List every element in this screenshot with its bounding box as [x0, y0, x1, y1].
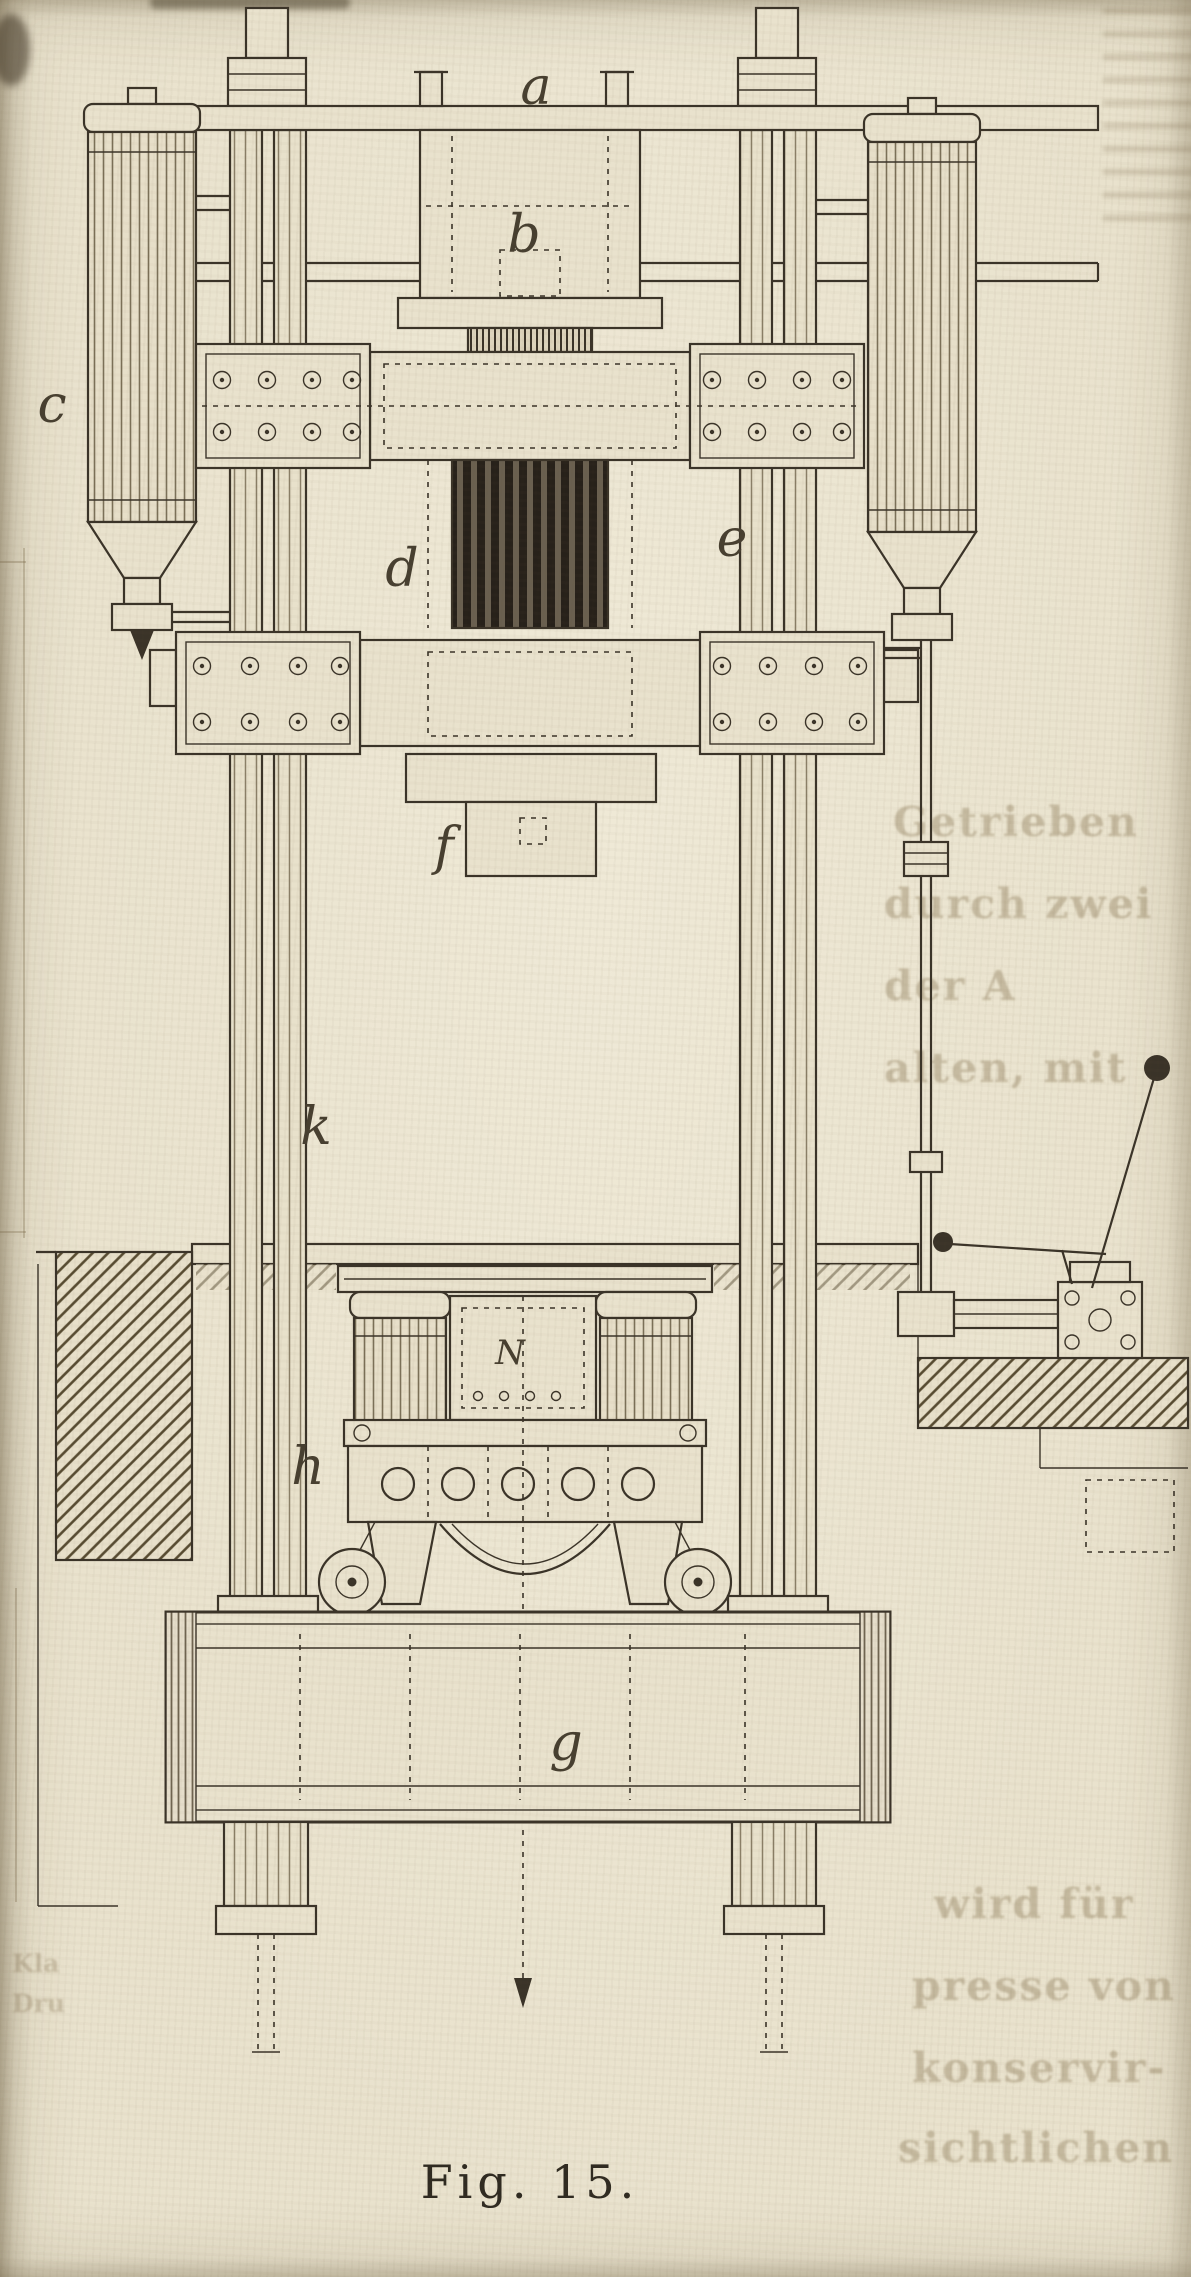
- ghost-line: der A: [884, 962, 1016, 1010]
- ghost-text-lower: wird für presse von konservir- sichtlich…: [898, 1880, 1176, 2172]
- valve-assembly: [952, 1260, 1144, 1360]
- hidden-foundation-outline: [1085, 1479, 1175, 1553]
- ram-head: [404, 752, 658, 878]
- lower-crosshead-flange-left: [174, 630, 362, 756]
- label-h-pump: h: [291, 1437, 325, 1497]
- ghost-line: wird für: [933, 1880, 1134, 1928]
- accumulator-body: [866, 140, 978, 534]
- valve-bonnet: [1068, 1260, 1132, 1284]
- label-n-pump-center: N: [494, 1333, 526, 1373]
- pump-assembly: [317, 1264, 733, 1664]
- cylinder-flange: [396, 296, 664, 330]
- rod-coupling-lower: [908, 1150, 944, 1174]
- flange-bolts: [212, 370, 852, 442]
- page-margin-marks: [0, 548, 26, 1902]
- label-a-top-beam: a: [520, 57, 551, 117]
- hand-lever: [933, 1055, 1170, 1289]
- girder-outer: [164, 1610, 892, 1824]
- beam-stud-right: [604, 70, 630, 108]
- figure-caption: Fig. 15.: [421, 2155, 639, 2209]
- accumulator-body: [86, 130, 198, 524]
- upper-crosshead: [194, 342, 866, 470]
- label-f-ram-head: f: [430, 817, 461, 877]
- label-e-lower-crosshead: e: [717, 509, 748, 569]
- ghost-text-left-edge: Kla Dru: [12, 1949, 65, 2018]
- lower-crosshead-flange-right: [698, 630, 886, 756]
- press-cylinder: [396, 128, 664, 354]
- ghost-line: durch zwei: [884, 880, 1153, 928]
- press-ram: [427, 458, 633, 630]
- ghost-fragment: Kla: [12, 1949, 59, 1978]
- lever-ball-handle: [1144, 1055, 1170, 1081]
- flange-bolts: [192, 656, 868, 732]
- pump-roller-right: [663, 1547, 733, 1617]
- ghost-text-upper: Getrieben durch zwei der A alten, mit: [884, 798, 1153, 1092]
- pump-cylinder-right: [598, 1316, 694, 1424]
- ghost-line: alten, mit: [884, 1044, 1127, 1092]
- lower-crosshead-bracket-left: [148, 648, 178, 708]
- label-d-upper-crosshead: d: [385, 539, 418, 599]
- left-masonry-block: [54, 1250, 194, 1562]
- lower-crosshead-body: [358, 638, 702, 748]
- pit-shadow-left: [196, 1264, 336, 1290]
- ghost-fragment: Dru: [12, 1989, 65, 2018]
- left-accumulator-cylinder: [82, 86, 230, 660]
- lower-crosshead: [148, 630, 920, 756]
- ghost-line: konservir-: [912, 2044, 1166, 2092]
- rod-coupling-upper: [902, 840, 950, 878]
- control-rod: [884, 640, 956, 1338]
- pump-tie-band: [342, 1418, 708, 1448]
- foundation-girder: [164, 1594, 892, 1824]
- foot-left: [222, 1820, 310, 1908]
- right-accumulator-cylinder: [816, 96, 982, 642]
- column-top-left: [226, 6, 308, 108]
- center-plumb-mark: [514, 1978, 532, 2008]
- ghost-line: presse von: [912, 1962, 1176, 2010]
- label-g-girder: g: [549, 1713, 582, 1773]
- label-b-cylinder: b: [507, 205, 540, 265]
- ghost-line: sichtlichen: [898, 2124, 1174, 2172]
- cylinder-gland: [466, 326, 594, 354]
- column-top-right: [736, 6, 818, 108]
- right-masonry-ledge: [916, 1356, 1190, 1430]
- beam-stud-left: [418, 70, 444, 108]
- foot-right: [730, 1820, 818, 1908]
- label-c-accumulator: c: [37, 375, 66, 435]
- ghost-line: Getrieben: [893, 798, 1139, 846]
- pump-frame: [346, 1444, 704, 1524]
- rod-foot-block: [896, 1290, 956, 1338]
- handle-ball: [933, 1232, 953, 1252]
- figure-labels: a b c d e f k N h g: [37, 57, 747, 1773]
- label-k-columns: k: [300, 1097, 332, 1157]
- column-feet: [214, 1820, 826, 2053]
- valve-body: [1056, 1280, 1144, 1360]
- cylinder-body: [418, 128, 642, 300]
- pump-cylinder-left: [352, 1316, 448, 1424]
- pump-roller-left: [317, 1547, 387, 1617]
